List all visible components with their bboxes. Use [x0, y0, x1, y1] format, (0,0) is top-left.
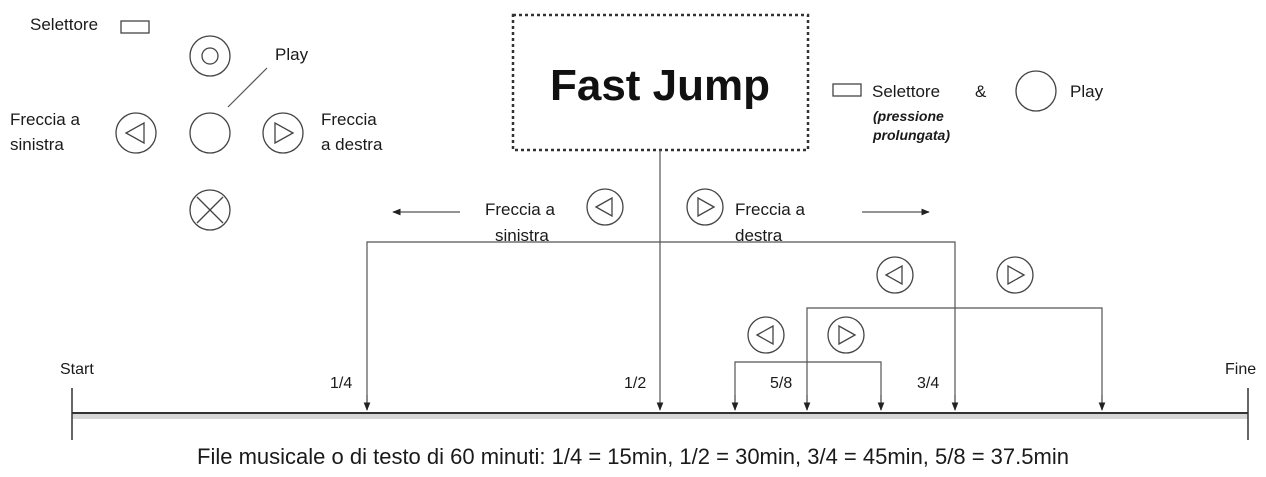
legend-arrow-right-label-2: a destra — [321, 135, 383, 154]
quarter-jump-bracket — [366, 241, 956, 410]
branch-left-label-2: sinistra — [495, 226, 549, 245]
branch-left-label-1: Freccia a — [485, 200, 555, 219]
select-button-icon — [189, 35, 231, 77]
level3-right-arrow-icon — [827, 316, 865, 354]
timeline-start-label: Start — [60, 361, 94, 378]
mark-quarter-label: 1/4 — [330, 375, 352, 392]
combo-amp: & — [975, 82, 987, 101]
branch-right-label-2: destra — [735, 226, 783, 245]
mark-three-quarter-label: 3/4 — [917, 375, 939, 392]
level3-left-arrow-icon — [747, 316, 785, 354]
play-pointer-line — [227, 67, 268, 108]
combo-note-1: (pressione — [873, 108, 944, 124]
caption: File musicale o di testo di 60 minuti: 1… — [197, 444, 1069, 469]
arrow-left-button-icon — [115, 112, 157, 154]
combo-play-label: Play — [1070, 82, 1104, 101]
level2-left-arrow-icon — [876, 256, 914, 294]
mark-half-label: 1/2 — [624, 375, 646, 392]
play-button-icon — [189, 112, 231, 154]
branch-right-label-1: Freccia a — [735, 200, 805, 219]
sixteenth-jump-bracket — [734, 361, 882, 410]
branch-right-arrow-icon — [686, 188, 724, 226]
stop-button-icon — [189, 189, 231, 231]
branch-left-arrow-icon — [586, 188, 624, 226]
combo-selector-icon — [832, 83, 862, 97]
legend-arrow-left-label-1: Freccia a — [10, 110, 80, 129]
arrow-right-button-icon — [262, 112, 304, 154]
legend-arrow-left-label-2: sinistra — [10, 135, 64, 154]
timeline-shadow — [72, 412, 1248, 419]
selector-button-icon — [120, 20, 150, 34]
legend-arrow-right-label-1: Freccia — [321, 110, 377, 129]
page-title: Fast Jump — [550, 61, 770, 110]
level2-right-arrow-icon — [996, 256, 1034, 294]
eighth-jump-bracket — [806, 307, 1103, 410]
timeline-end-label: Fine — [1225, 361, 1256, 378]
combo-play-icon — [1015, 70, 1057, 112]
legend-play-label: Play — [275, 45, 309, 64]
combo-note-2: prolungata) — [872, 127, 950, 143]
mark-five-eighths-label: 5/8 — [770, 375, 792, 392]
legend-selector-label: Selettore — [30, 15, 98, 34]
combo-selector-label: Selettore — [872, 82, 940, 101]
